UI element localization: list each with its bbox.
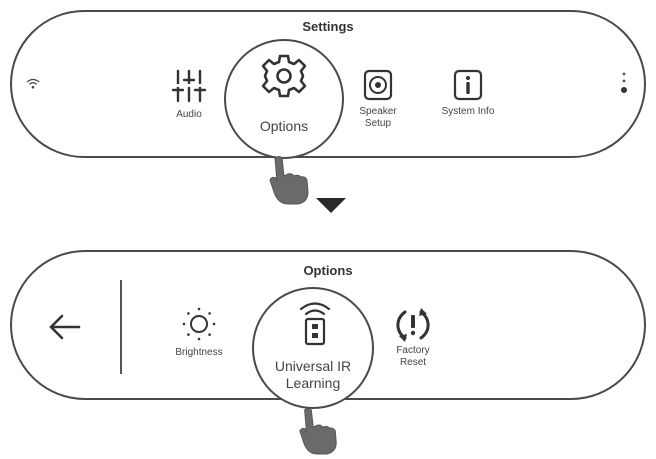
wifi-icon <box>26 78 40 89</box>
factory-reset-label-line1: Factory <box>396 345 430 356</box>
factory-reset-icon <box>396 308 430 342</box>
brightness-menu-item[interactable]: Brightness <box>162 306 236 359</box>
sun-icon <box>182 307 216 341</box>
speaker-setup-label-line2: Setup <box>364 118 392 129</box>
equalizer-sliders-icon <box>171 69 207 103</box>
system-info-menu-item[interactable]: System Info <box>428 69 508 118</box>
vertical-divider <box>120 280 122 374</box>
more-vertical-icon[interactable] <box>620 71 628 97</box>
settings-menu-panel: Settings Audio <box>10 10 646 159</box>
hand-pointer-icon <box>299 408 337 455</box>
options-label: Options <box>259 118 309 134</box>
back-arrow-icon[interactable] <box>48 314 82 340</box>
info-icon <box>453 69 483 101</box>
speaker-icon <box>363 69 393 101</box>
ir-remote-icon <box>299 302 331 346</box>
audio-menu-item[interactable]: Audio <box>160 68 218 121</box>
speaker-setup-menu-item[interactable]: Speaker Setup <box>348 69 408 130</box>
options-menu-panel: Options Brightness <box>10 250 646 409</box>
universal-ir-learning-menu-item[interactable]: Universal IR Learning <box>252 287 374 409</box>
options-title: Options <box>303 263 353 278</box>
gear-icon <box>261 54 307 98</box>
speaker-setup-label-line1: Speaker <box>359 106 397 117</box>
hand-pointer-icon <box>269 156 309 205</box>
settings-title: Settings <box>302 19 354 34</box>
factory-reset-label-line2: Reset <box>399 357 427 368</box>
universal-ir-label-line2: Learning <box>285 375 341 391</box>
down-triangle-icon <box>316 198 346 213</box>
factory-reset-menu-item[interactable]: Factory Reset <box>380 308 446 369</box>
system-info-label: System Info <box>441 106 495 117</box>
brightness-label: Brightness <box>175 347 223 358</box>
options-menu-item[interactable]: Options <box>224 39 344 159</box>
universal-ir-label-line1: Universal IR <box>274 358 352 374</box>
audio-label: Audio <box>176 109 202 120</box>
